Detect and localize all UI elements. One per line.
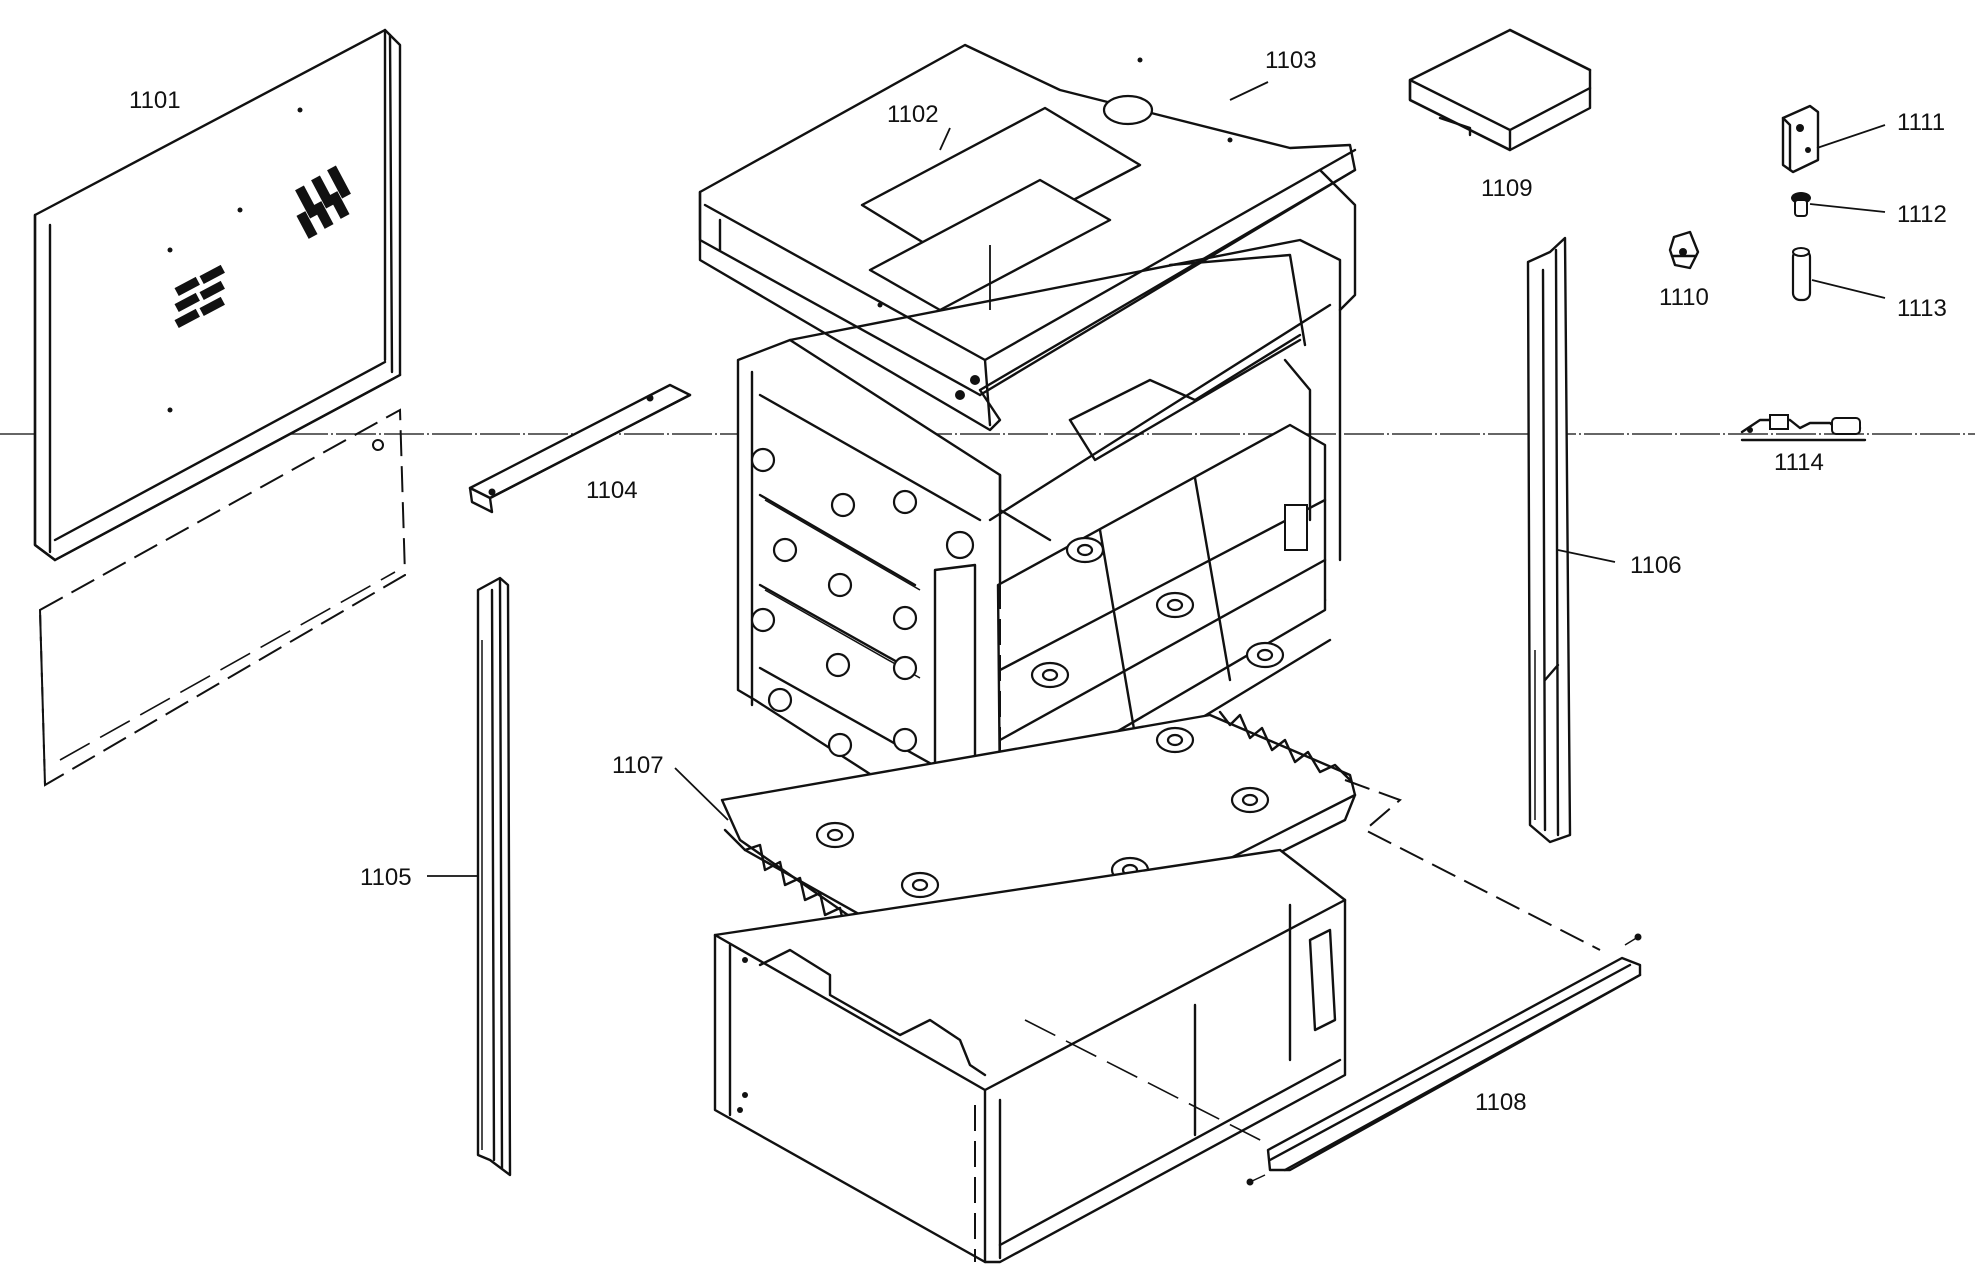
part-1109-bracket (1408, 28, 1592, 152)
part-1111-bracket (1781, 104, 1820, 174)
part-base-box (713, 848, 1347, 1264)
part-1113-pin (1791, 247, 1812, 302)
callouts: 1101 1102 1103 1104 1105 1106 1107 1108 … (129, 47, 1947, 1116)
callout-1111: 1111 (1897, 109, 1945, 136)
part-1110-connector (1668, 230, 1700, 270)
part-1102-top-plate (860, 106, 1142, 312)
part-1101-lower-panel (38, 408, 407, 787)
part-1105-vertical-trim (476, 576, 512, 1177)
callout-1114: 1114 (1774, 449, 1824, 476)
part-1101-side-panel (33, 28, 402, 562)
part-1108-front-rail (1024, 933, 1642, 1186)
callout-1105: 1105 (360, 864, 412, 891)
part-1104-bracket (468, 383, 692, 514)
callout-1109: 1109 (1481, 175, 1533, 202)
callout-1106: 1106 (1630, 552, 1682, 579)
callout-1113: 1113 (1897, 295, 1947, 322)
part-1112-nut (1791, 192, 1811, 217)
leader-lines (427, 81, 1886, 877)
callout-1107: 1107 (612, 752, 664, 779)
callout-1110: 1110 (1659, 284, 1709, 311)
callout-1103: 1103 (1265, 47, 1317, 74)
callout-1101: 1101 (129, 87, 181, 114)
callout-1108: 1108 (1475, 1089, 1527, 1116)
part-1106-vertical-trim (1526, 236, 1572, 844)
callout-1102: 1102 (887, 101, 939, 128)
callout-1112: 1112 (1897, 201, 1947, 228)
callout-1104: 1104 (586, 477, 638, 504)
part-1114-hinge (1740, 414, 1867, 442)
